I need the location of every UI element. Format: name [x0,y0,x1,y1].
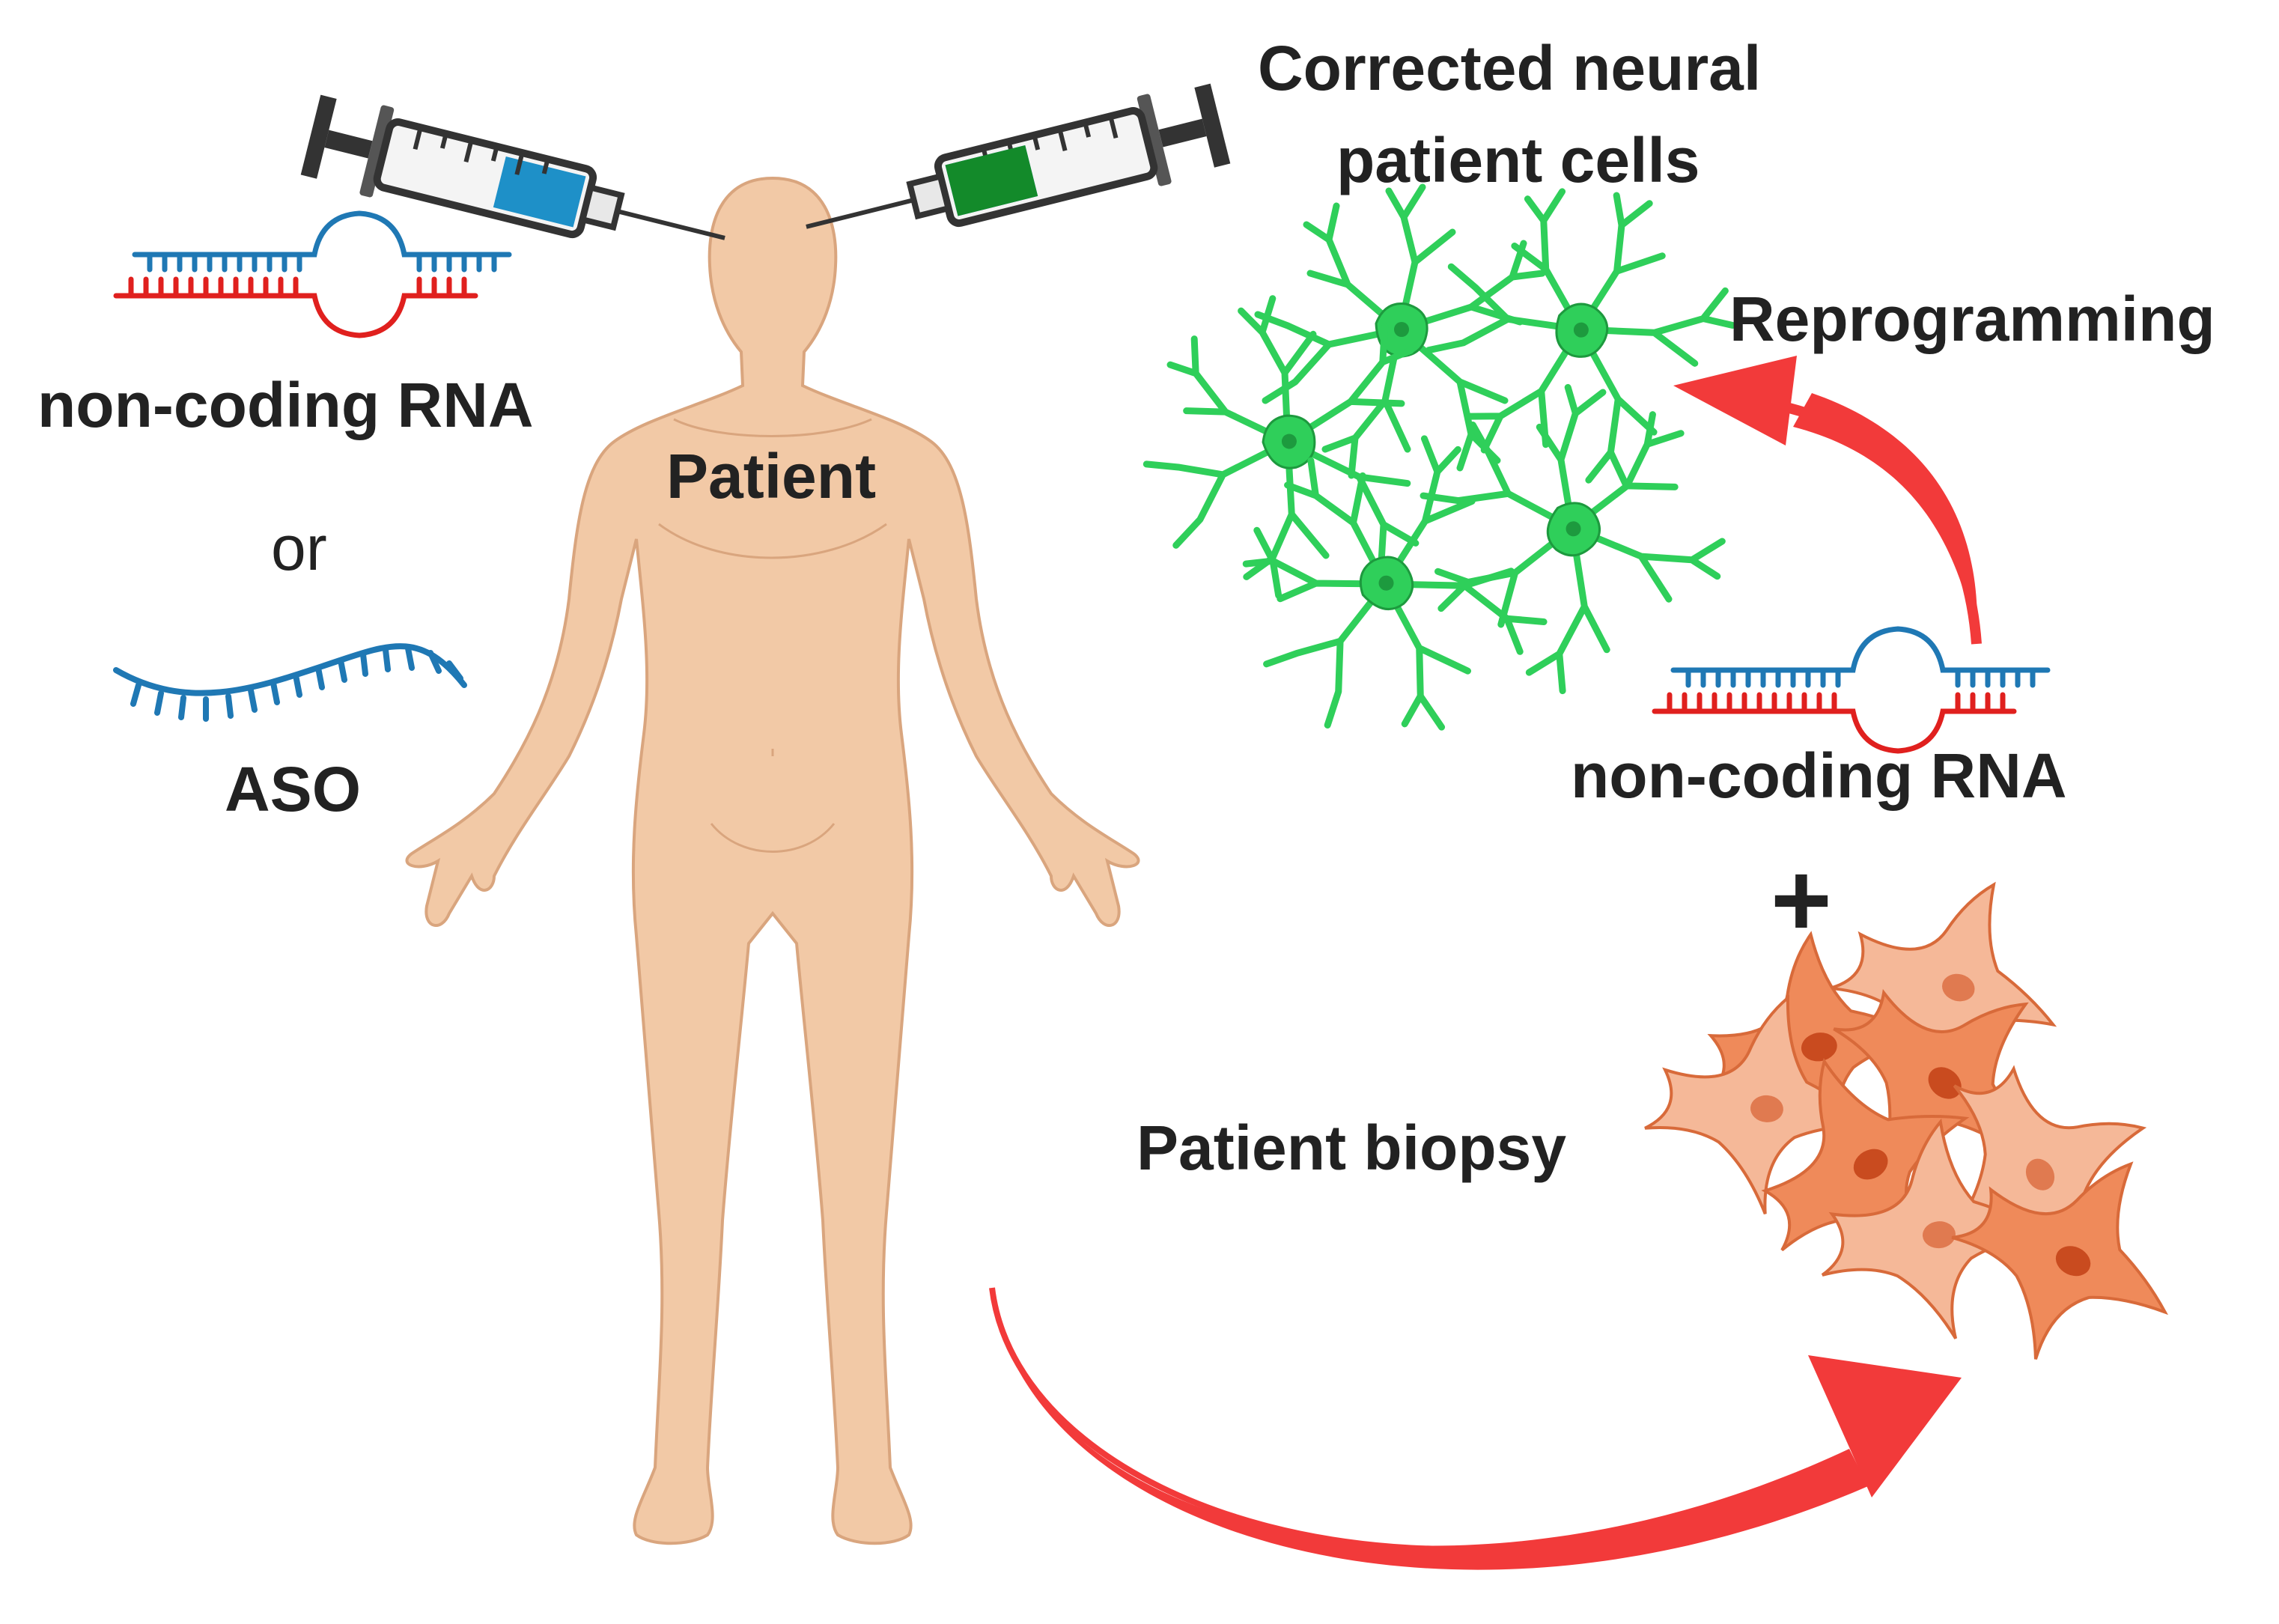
neuron-icon [1184,383,1588,787]
rna-duplex-icon [116,213,509,335]
or-label: or [271,513,327,583]
aso-strand-icon [113,643,467,722]
biopsy-arrow [989,1287,1962,1570]
fibroblast-icon [1784,918,2099,1232]
fibroblast-cluster [1637,849,2218,1402]
syringe-left-icon [299,90,736,283]
plus-sign: + [1771,841,1832,958]
corrected-cells-title-line1: Corrected neural [1258,33,1762,103]
fibroblast-icon [1709,1013,2015,1317]
corrected-cells-title-line2: patient cells [1336,125,1700,195]
fibroblast-icon [1680,916,1943,1173]
fibroblast-icon [1887,1013,2191,1319]
human-body-icon [405,176,1140,1545]
syringe-right-icon [795,79,1232,272]
patient-biopsy-label: Patient biopsy [1137,1113,1567,1183]
reprogramming-arrow [1673,356,1982,645]
fibroblast-icon [1808,1112,2054,1351]
rna-duplex-icon [1655,629,2048,751]
reprogramming-label: Reprogramming [1729,284,2215,354]
noncoding-rna-label-left: non-coding RNA [37,370,534,440]
fibroblast-icon [1809,849,2086,1121]
aso-label: ASO [225,754,362,824]
fibroblast-icon [1637,985,1883,1224]
fibroblast-icon [1918,1107,2218,1402]
noncoding-rna-label-right: non-coding RNA [1571,740,2067,811]
patient-label: Patient [666,441,877,511]
